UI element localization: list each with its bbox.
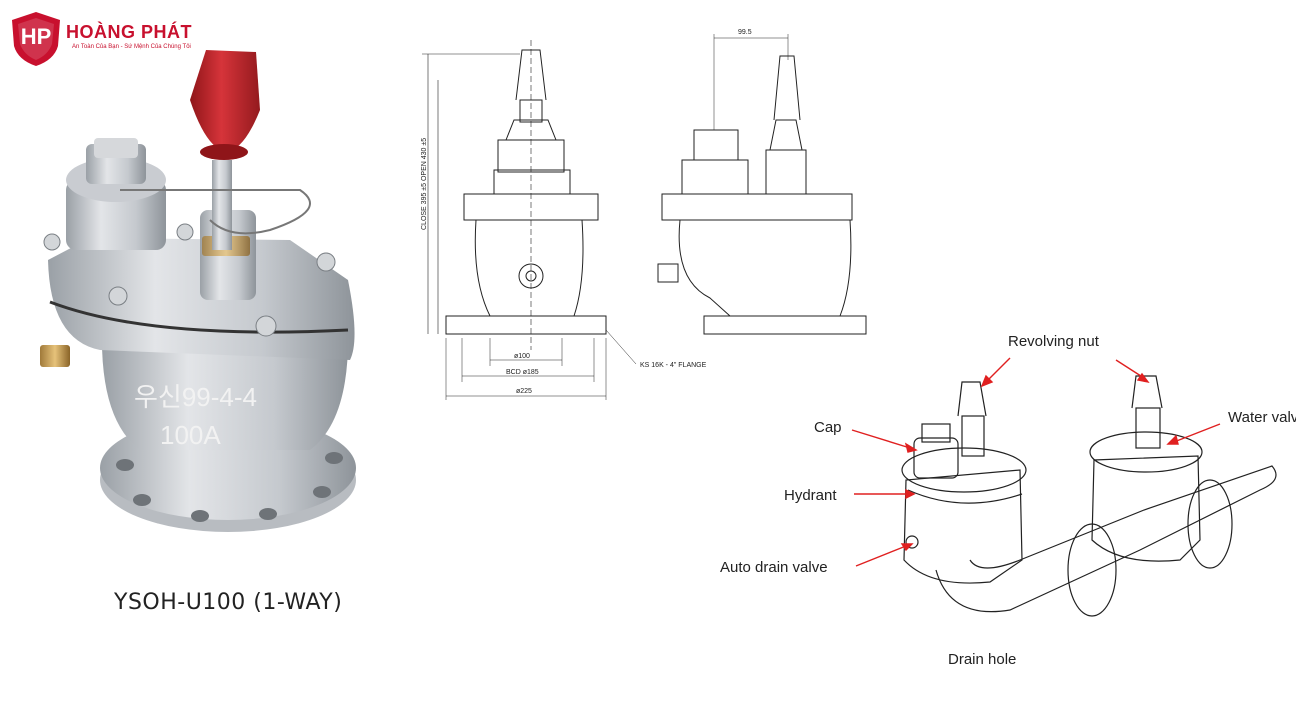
dim-flange: KS 16K - 4" FLANGE xyxy=(640,362,707,369)
label-auto-drain-valve: Auto drain valve xyxy=(720,559,828,576)
brand-tagline: An Toàn Của Bạn - Sứ Mệnh Của Chúng Tôi xyxy=(72,44,191,50)
body-marking-line2: 100A xyxy=(160,420,221,450)
label-hydrant: Hydrant xyxy=(784,487,837,504)
logo-initials: HP xyxy=(21,24,52,49)
shield-logo-icon: HP xyxy=(12,12,60,66)
label-revolving-nut: Revolving nut xyxy=(1008,333,1100,350)
product-illustration: 우신99-4-4 100A xyxy=(40,50,356,532)
dim-close-open: CLOSE 395 ±5 OPEN 430 ±5 xyxy=(421,138,428,230)
brand-logo: HP xyxy=(8,10,64,68)
front-view xyxy=(422,40,637,400)
body-marking-line1: 우신99-4-4 xyxy=(134,382,257,412)
label-water-valve: Water valve xyxy=(1228,409,1296,426)
dim-d100: ø100 xyxy=(514,353,530,360)
product-caption: YSOH-U100 (1-WAY) xyxy=(114,590,343,615)
technical-drawing: CLOSE 395 ±5 OPEN 430 ±5 ø100 BCD ø185 ø… xyxy=(421,29,867,400)
label-cap: Cap xyxy=(814,419,842,436)
dim-d225: ø225 xyxy=(516,388,532,395)
dim-bcd: BCD ø185 xyxy=(506,369,539,376)
brand-name: HOÀNG PHÁT xyxy=(66,22,192,42)
label-drain-hole: Drain hole xyxy=(948,651,1016,668)
dim-offset: 99.5 xyxy=(738,29,752,36)
installation-diagram: Revolving nut Water valve Cap Hydrant Au… xyxy=(720,333,1296,668)
side-view xyxy=(657,34,867,335)
